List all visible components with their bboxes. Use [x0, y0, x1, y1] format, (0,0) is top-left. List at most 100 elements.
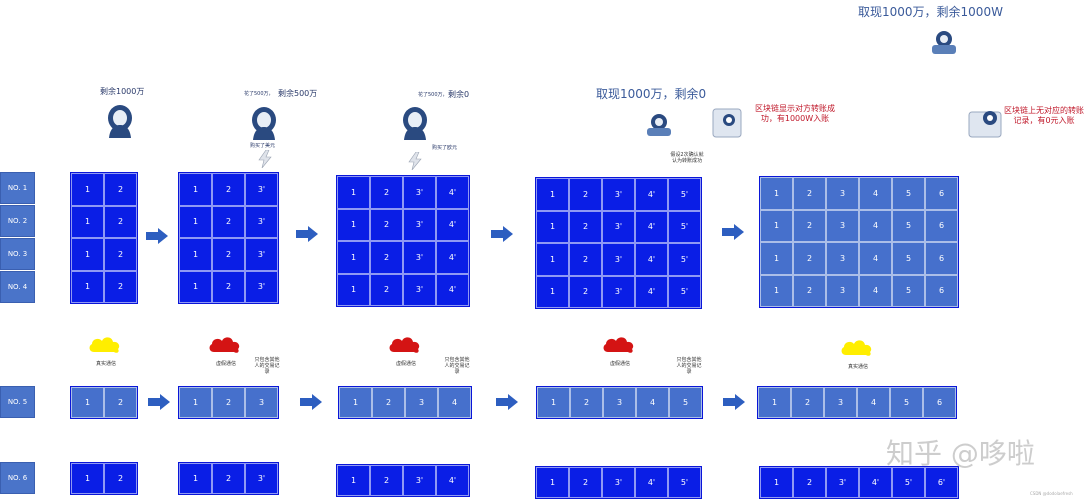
block-cell: 2 [793, 209, 826, 242]
real-comm-label-1: 真实通信 [95, 361, 116, 367]
balance-label-3: 剩余0 [448, 90, 470, 99]
row-label-no3: NO. 3 [0, 238, 35, 270]
block-cell: 1 [760, 242, 793, 275]
arrow-right-icon [722, 224, 744, 240]
cloud-icon [209, 337, 240, 353]
block-cell: 2 [212, 173, 245, 206]
block-cell: 3 [826, 274, 859, 307]
block-cell: 1 [337, 241, 370, 274]
fake-comm-label-1: 虚假通信 [215, 361, 236, 367]
only-others-note-3: 只包含其他人的交易记录 [676, 357, 702, 375]
block-cell: 1 [537, 387, 570, 418]
block-cell: 5 [669, 387, 702, 418]
block-cell: 3' [403, 176, 436, 209]
block-cell: 1 [760, 209, 793, 242]
block-cell: 2 [212, 387, 245, 418]
block-cell: 5 [890, 387, 923, 418]
block-cell: 2 [104, 463, 137, 494]
block-cell: 2 [104, 270, 137, 303]
person-icon [647, 114, 671, 136]
row-label-no2: NO. 2 [0, 205, 35, 237]
block-cell: 1 [536, 210, 569, 243]
chain-success-note: 区块链显示对方转账成功，有1000W入账 [755, 104, 835, 123]
chain-none-note: 区块链上无对应的转账记录，有0元入账 [1004, 106, 1084, 125]
block-cell: 4' [635, 243, 668, 276]
cloud-icon [389, 337, 420, 353]
block-cell: 3 [826, 209, 859, 242]
withdraw-label: 取现1000万，剩余0 [596, 87, 707, 101]
block-cell: 1 [536, 178, 569, 211]
block-cell: 1 [337, 273, 370, 306]
block-cell: 1 [760, 274, 793, 307]
block-cell: 4' [436, 176, 469, 209]
block-cell: 2 [212, 463, 245, 494]
row-label-no4: NO. 4 [0, 271, 35, 303]
arrow-right-icon [148, 394, 170, 410]
arrow-right-icon [296, 226, 318, 242]
block-cell: 1 [760, 467, 793, 498]
block-cell: 2 [104, 205, 137, 238]
block-cell: 6 [925, 177, 958, 210]
fake-comm-label-3: 虚假通信 [609, 361, 630, 367]
block-cell: 2 [104, 173, 137, 206]
row-label-no5: NO. 5 [0, 386, 35, 418]
block-cell: 4 [859, 242, 892, 275]
block-cell: 1 [758, 387, 791, 418]
block-cell: 6' [925, 467, 958, 498]
cloud-icon [603, 337, 634, 353]
block-cell: 1 [760, 177, 793, 210]
block-cell: 2 [569, 178, 602, 211]
arrow-right-icon [300, 394, 322, 410]
block-cell: 1 [339, 387, 372, 418]
block-cell: 1 [179, 205, 212, 238]
block-cell: 1 [71, 173, 104, 206]
block-cell: 1 [337, 176, 370, 209]
block-cell: 2 [569, 243, 602, 276]
block-cell: 5' [668, 178, 701, 211]
block-cell: 3 [245, 387, 278, 418]
computer-icon [712, 108, 742, 138]
lightning-icon [258, 150, 272, 168]
block-cell: 2 [212, 238, 245, 271]
block-cell: 1 [71, 463, 104, 494]
bought-usd-label: 购买了美元 [250, 143, 276, 149]
block-cell: 2 [570, 387, 603, 418]
block-cell: 5' [668, 275, 701, 308]
block-cell: 3 [824, 387, 857, 418]
block-cell: 6 [925, 274, 958, 307]
block-cell: 4' [635, 275, 668, 308]
block-cell: 5' [668, 467, 701, 498]
spent-label-1: 花了500万， [244, 91, 274, 97]
block-cell: 4 [859, 177, 892, 210]
block-cell: 3' [602, 178, 635, 211]
block-cell: 4 [859, 274, 892, 307]
block-cell: 5 [892, 242, 925, 275]
watermark: 知乎 @哆啦 [886, 437, 1035, 470]
block-cell: 2 [104, 238, 137, 271]
row-label-no1: NO. 1 [0, 172, 35, 204]
cloud-icon [841, 340, 872, 356]
block-cell: 2 [212, 270, 245, 303]
block-cell: 3' [245, 463, 278, 494]
block-cell: 4' [635, 210, 668, 243]
block-cell: 4' [436, 208, 469, 241]
block-cell: 3' [602, 243, 635, 276]
block-cell: 3 [405, 387, 438, 418]
arrow-right-icon [146, 228, 168, 244]
lightning-icon [408, 152, 422, 170]
block-cell: 3' [602, 275, 635, 308]
withdraw-remaining-top: 取现1000万，剩余1000W [858, 5, 1003, 19]
block-cell: 3' [826, 467, 859, 498]
arrow-right-icon [491, 226, 513, 242]
block-cell: 4' [859, 467, 892, 498]
block-cell: 1 [179, 238, 212, 271]
block-cell: 3 [826, 242, 859, 275]
block-cell: 1 [337, 465, 370, 496]
block-cell: 2 [370, 241, 403, 274]
